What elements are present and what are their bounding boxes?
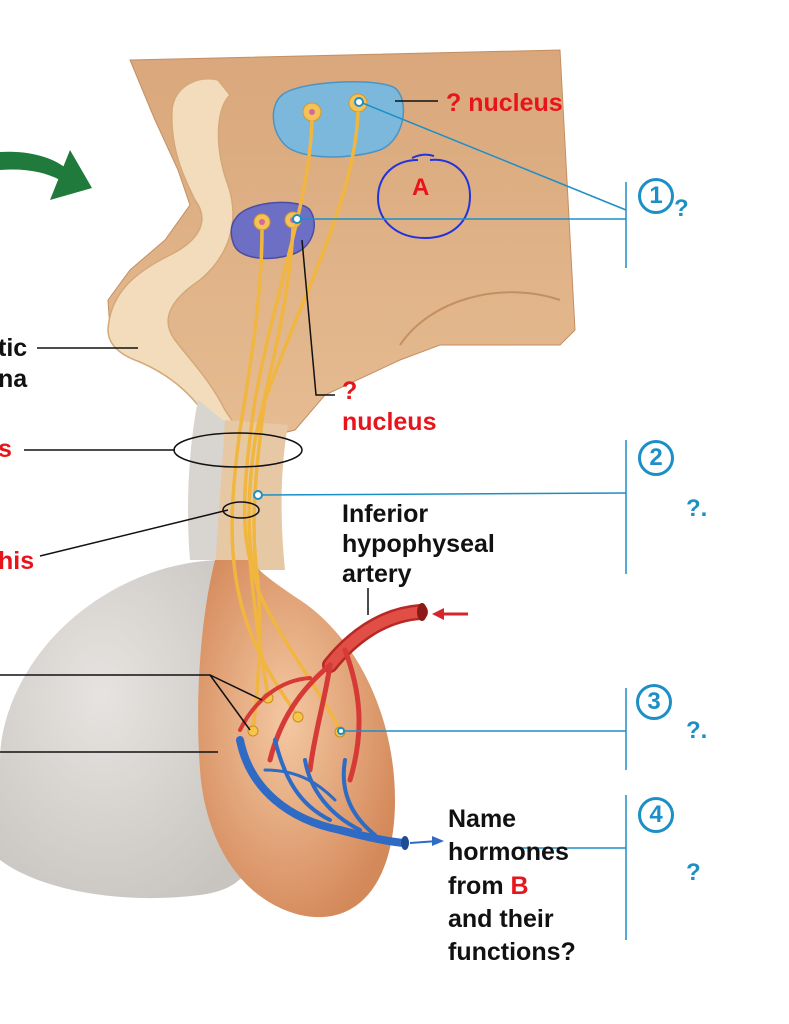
nucleus-region-mid [230,201,315,260]
nucleus-mid-label: nucleus [342,408,437,436]
question-line4: and their [448,905,554,933]
question-line3: from B [448,871,529,901]
blood-inflow-arrow-icon [432,608,468,620]
marker-3-circle: 3 [636,684,672,720]
black-leader-lines [0,100,438,753]
artery-label-line1: Inferior [342,500,429,528]
marker-2-question: ?. [686,495,708,522]
blue-leader-lines [257,101,627,940]
inferior-hypophyseal-artery [238,604,428,783]
green-arrow-icon [0,150,92,200]
blood-outflow-arrow-icon [409,836,444,846]
hypophyseal-veins [236,736,409,847]
vein-opening [401,836,409,850]
marker-4-circle: 4 [638,797,674,833]
marker-3-question: ?. [686,717,708,744]
tissue-bottom-fold [399,291,561,346]
question-b-letter: B [510,872,529,900]
left-label-na: na [0,365,28,393]
question-from-text: from [448,872,504,900]
question-line2: hormones [448,838,569,866]
left-label-tic: tic [0,334,28,362]
marker-1-question: ? [674,195,689,222]
left-label-s: s [0,435,12,463]
nucleus-mid-question: ? [342,377,358,405]
axon-tracts [230,111,360,731]
anterior-pituitary [0,560,256,899]
marker-4-question: ? [686,859,701,886]
question-line5: functions? [448,938,576,966]
marker-a-label: A [412,174,430,201]
blue-pointer-dots [253,97,364,735]
artery-label-line3: artery [342,560,412,588]
artery-opening [417,603,427,621]
question-line1: Name [448,805,517,833]
marker-1-circle: 1 [638,178,674,214]
nucleus-region-top [272,81,405,158]
nucleus-top-label: ? nucleus [446,89,563,117]
marker-a-circle [376,153,472,240]
marker-2-circle: 2 [638,440,674,476]
artery-label-line2: hypophyseal [342,530,495,558]
left-label-his: his [0,547,35,575]
